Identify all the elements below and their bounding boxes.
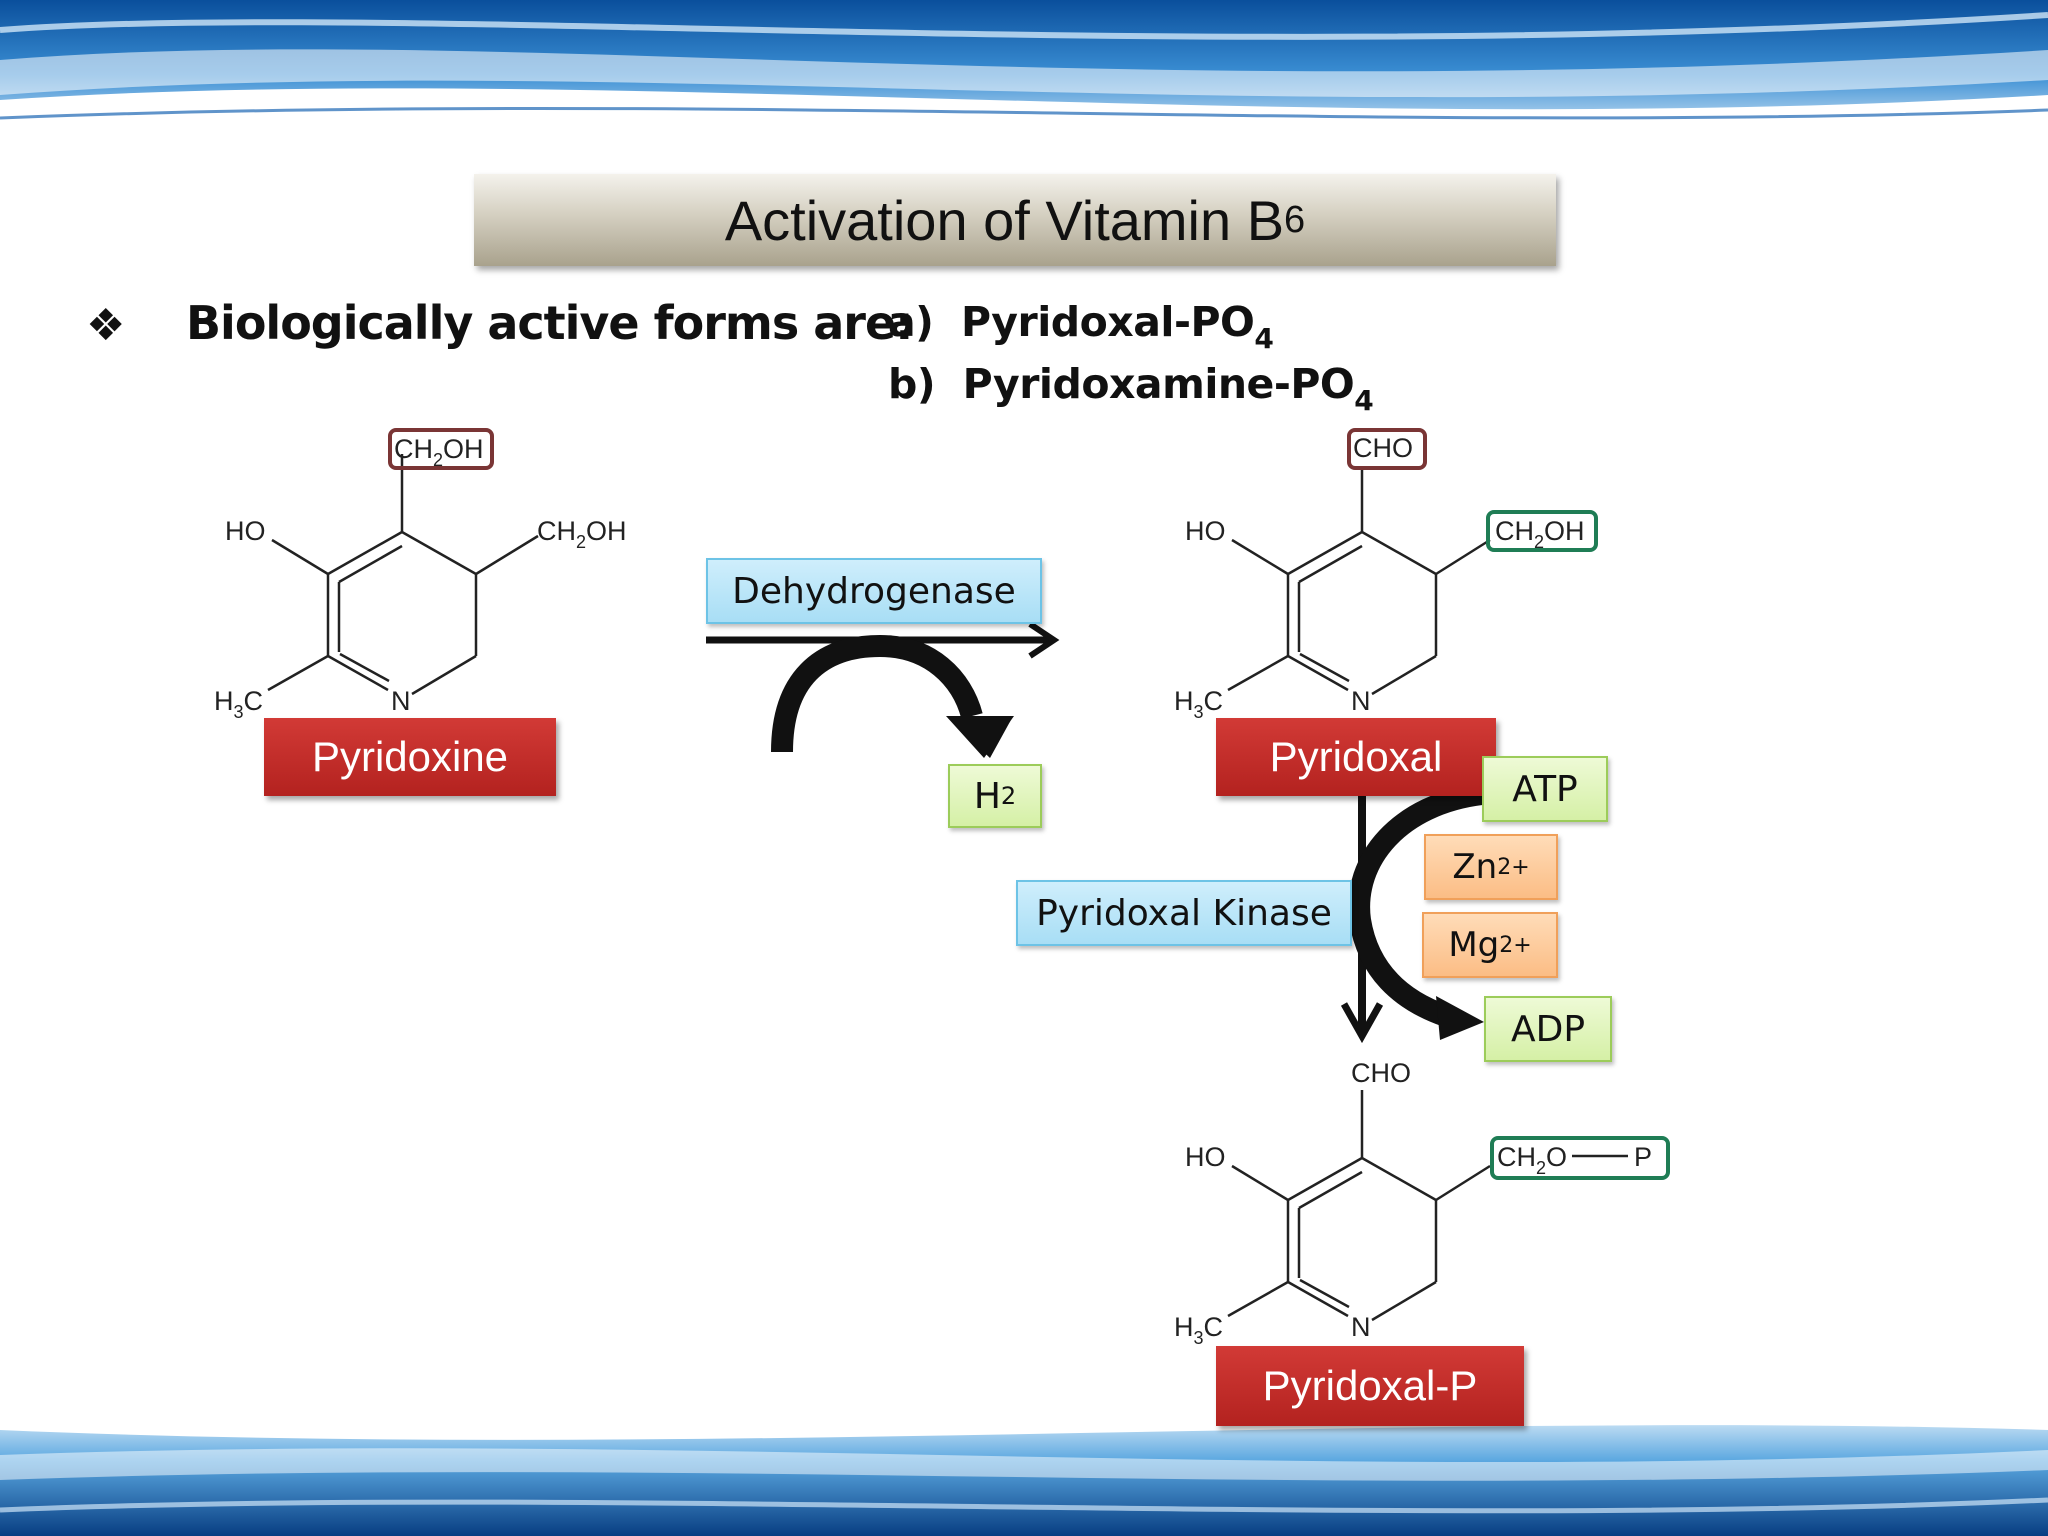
adp-label: ADP [1484,996,1612,1062]
pyridoxine-methyl: H3C [214,686,263,722]
pyridoxine-ring-nitrogen: N [391,686,411,716]
pyridoxal-p-right-group: CH2O [1497,1142,1567,1178]
form-name: Pyridoxal-PO [960,298,1255,346]
form-subscript: 4 [1354,384,1374,417]
h2-text: H [973,775,1001,817]
pyridoxine-top-group: CH2OH [394,434,484,470]
active-form-a: a) Pyridoxal-PO4 [888,298,1274,355]
zn-superscript: 2+ [1497,854,1530,880]
form-subscript: 4 [1254,322,1274,355]
pyridoxal-p-hydroxyl: HO [1185,1142,1226,1172]
atp-label: ATP [1482,756,1608,822]
pyridoxal-kinase-enzyme-label: Pyridoxal Kinase [1016,880,1352,946]
mg-superscript: 2+ [1499,932,1532,958]
pyridoxine-label: Pyridoxine [264,718,556,796]
pyridoxal-p-structure [1227,1090,1628,1322]
pyridoxal-p-ring-nitrogen: N [1351,1312,1371,1342]
zn-text: Zn [1452,847,1498,887]
arrowhead-icon [946,716,1014,758]
highlight-box-green [1490,1136,1670,1180]
pyridoxal-p-methyl: H3C [1174,1312,1223,1348]
pyridoxal-ring-nitrogen: N [1351,686,1371,716]
title-subscript: 6 [1284,198,1306,241]
mg-text: Mg [1448,925,1500,965]
intro-text: Biologically active forms are: [186,296,914,350]
pyridoxal-right-group: CH2OH [1495,516,1585,552]
pyridoxal-methyl: H3C [1174,686,1223,722]
highlight-box-red [1347,428,1427,470]
form-marker: b) [888,360,936,408]
form-marker: a) [888,298,934,346]
pyridoxine-hydroxyl: HO [225,516,266,546]
arrowhead-icon [1340,1002,1384,1044]
pyridoxal-structure [1227,466,1491,696]
h2-release-curved-arrow [771,634,983,753]
pyridoxal-p-label: Pyridoxal-P [1216,1346,1524,1426]
pyridoxine-right-group: CH2OH [537,516,627,552]
pyridoxal-p-top-group: CHO [1351,1058,1411,1088]
form-name: Pyridoxamine-PO [962,360,1355,408]
pyridoxal-label: Pyridoxal [1216,718,1496,796]
active-form-b: b) Pyridoxamine-PO4 [888,360,1374,417]
title-text: Activation of Vitamin B [724,188,1285,252]
h2-subscript: 2 [1000,782,1017,810]
dehydrogenase-enzyme-label: Dehydrogenase [706,558,1042,624]
bullet-icon: ❖ [86,300,126,351]
arrowhead-icon [1028,621,1060,659]
highlight-box-green [1486,510,1598,552]
pyridoxal-p-phosphate: P [1634,1142,1652,1172]
atp-adp-curved-arrow [1348,783,1484,1027]
pyridoxal-top-group: CHO [1353,433,1413,463]
pyridoxine-structure [267,454,539,696]
highlight-box-red [388,428,494,470]
pyridoxal-hydroxyl: HO [1185,516,1226,546]
arrowhead-icon [1436,996,1484,1040]
